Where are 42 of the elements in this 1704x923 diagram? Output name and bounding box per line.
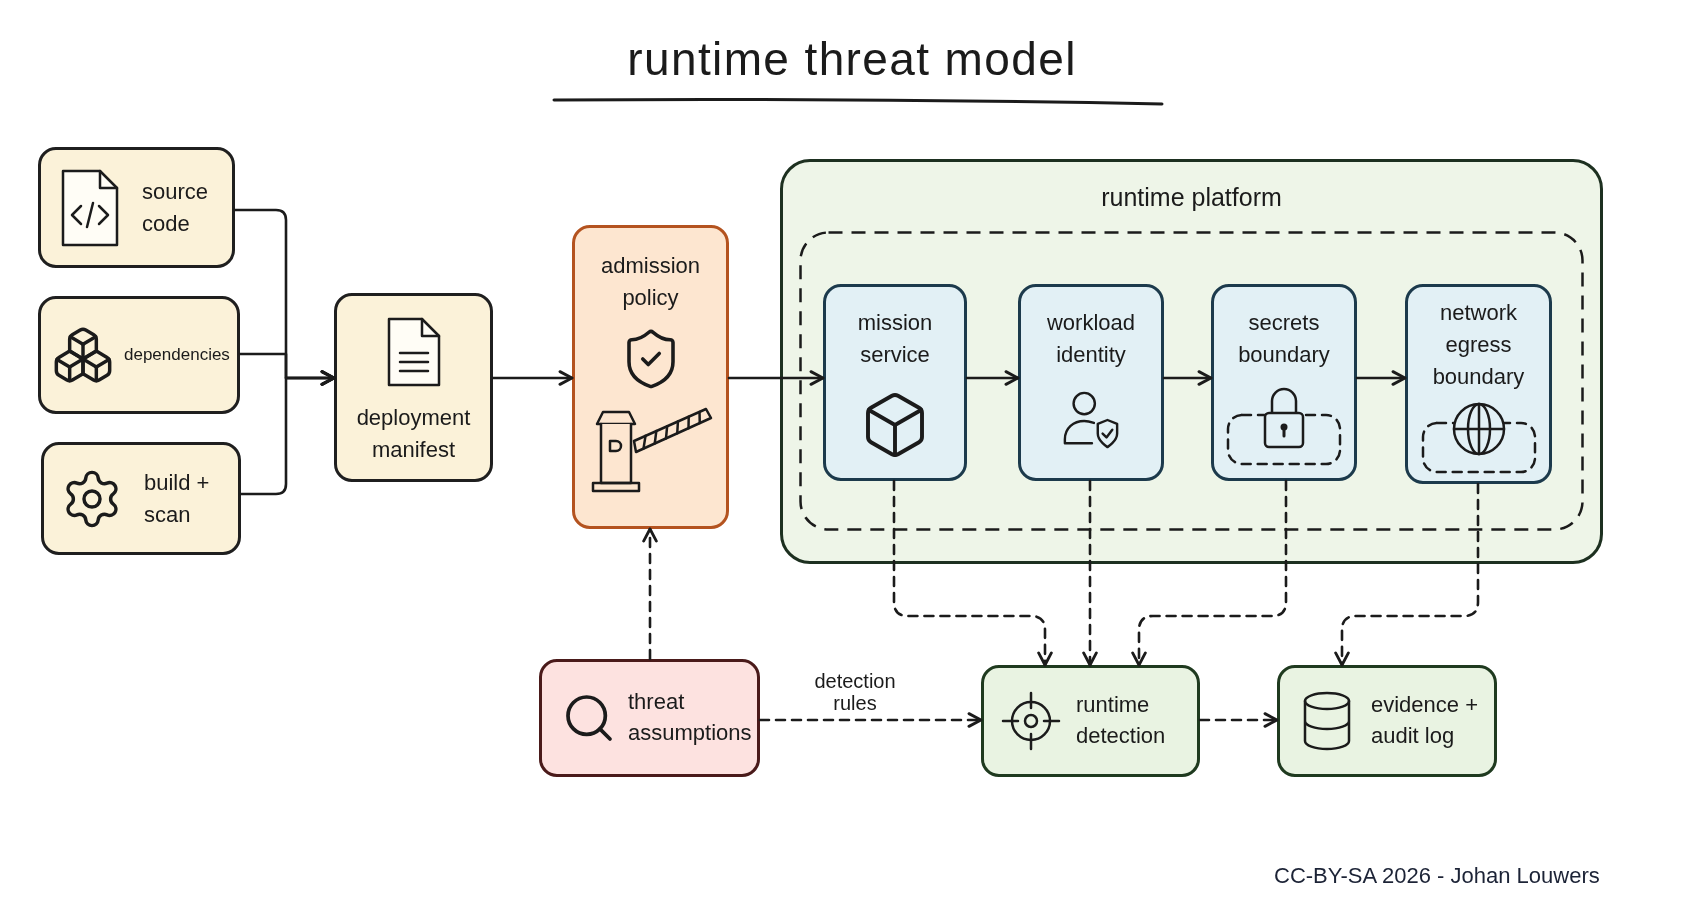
service-box [823, 284, 967, 481]
dashed-boundary [799, 231, 1584, 531]
dashed-arrow [642, 527, 658, 661]
output-box [981, 665, 1200, 777]
arrow [1162, 370, 1213, 386]
dashed-arrow [1131, 479, 1288, 667]
credit-text: CC-BY-SA 2026 - Johan Louwers [1274, 863, 1600, 890]
node-label: mission service [856, 309, 934, 369]
process-box [334, 293, 493, 482]
arrow [239, 370, 336, 496]
service-box [1018, 284, 1164, 481]
node-label: admission policy [599, 252, 701, 312]
process-box [41, 442, 241, 555]
service-box [1211, 284, 1357, 481]
arrow [727, 370, 825, 386]
node-label: source code [142, 177, 210, 238]
node-label: threat assumptions [628, 688, 753, 747]
arrow [965, 370, 1020, 386]
arrow [491, 370, 574, 386]
container-title: runtime platform [1101, 182, 1282, 212]
input-box [539, 659, 760, 777]
process-box [38, 147, 235, 268]
node-label: workload identity [1045, 309, 1136, 369]
dashed-arrow [1334, 482, 1480, 667]
platform-container [780, 159, 1603, 564]
node-label: evidence + audit log [1371, 691, 1480, 750]
node-label: build + scan [144, 468, 211, 529]
service-box [1405, 284, 1552, 484]
node-label: runtime detection [1076, 691, 1167, 750]
arrow [1355, 370, 1407, 386]
node-label: secrets boundary [1237, 309, 1331, 369]
output-box [1277, 665, 1497, 777]
dashed-arrow [758, 712, 983, 728]
node-label: network egress boundary [1431, 299, 1526, 391]
diagram-title: runtime threat model [627, 34, 1077, 85]
policy-box [572, 225, 729, 529]
dashed-arrow [892, 479, 1053, 667]
dashed-arrow [1082, 479, 1098, 667]
process-box [38, 296, 240, 414]
dashed-arrow [1198, 712, 1279, 728]
node-label: dependencies [124, 343, 231, 366]
node-label: deployment manifest [355, 404, 472, 464]
